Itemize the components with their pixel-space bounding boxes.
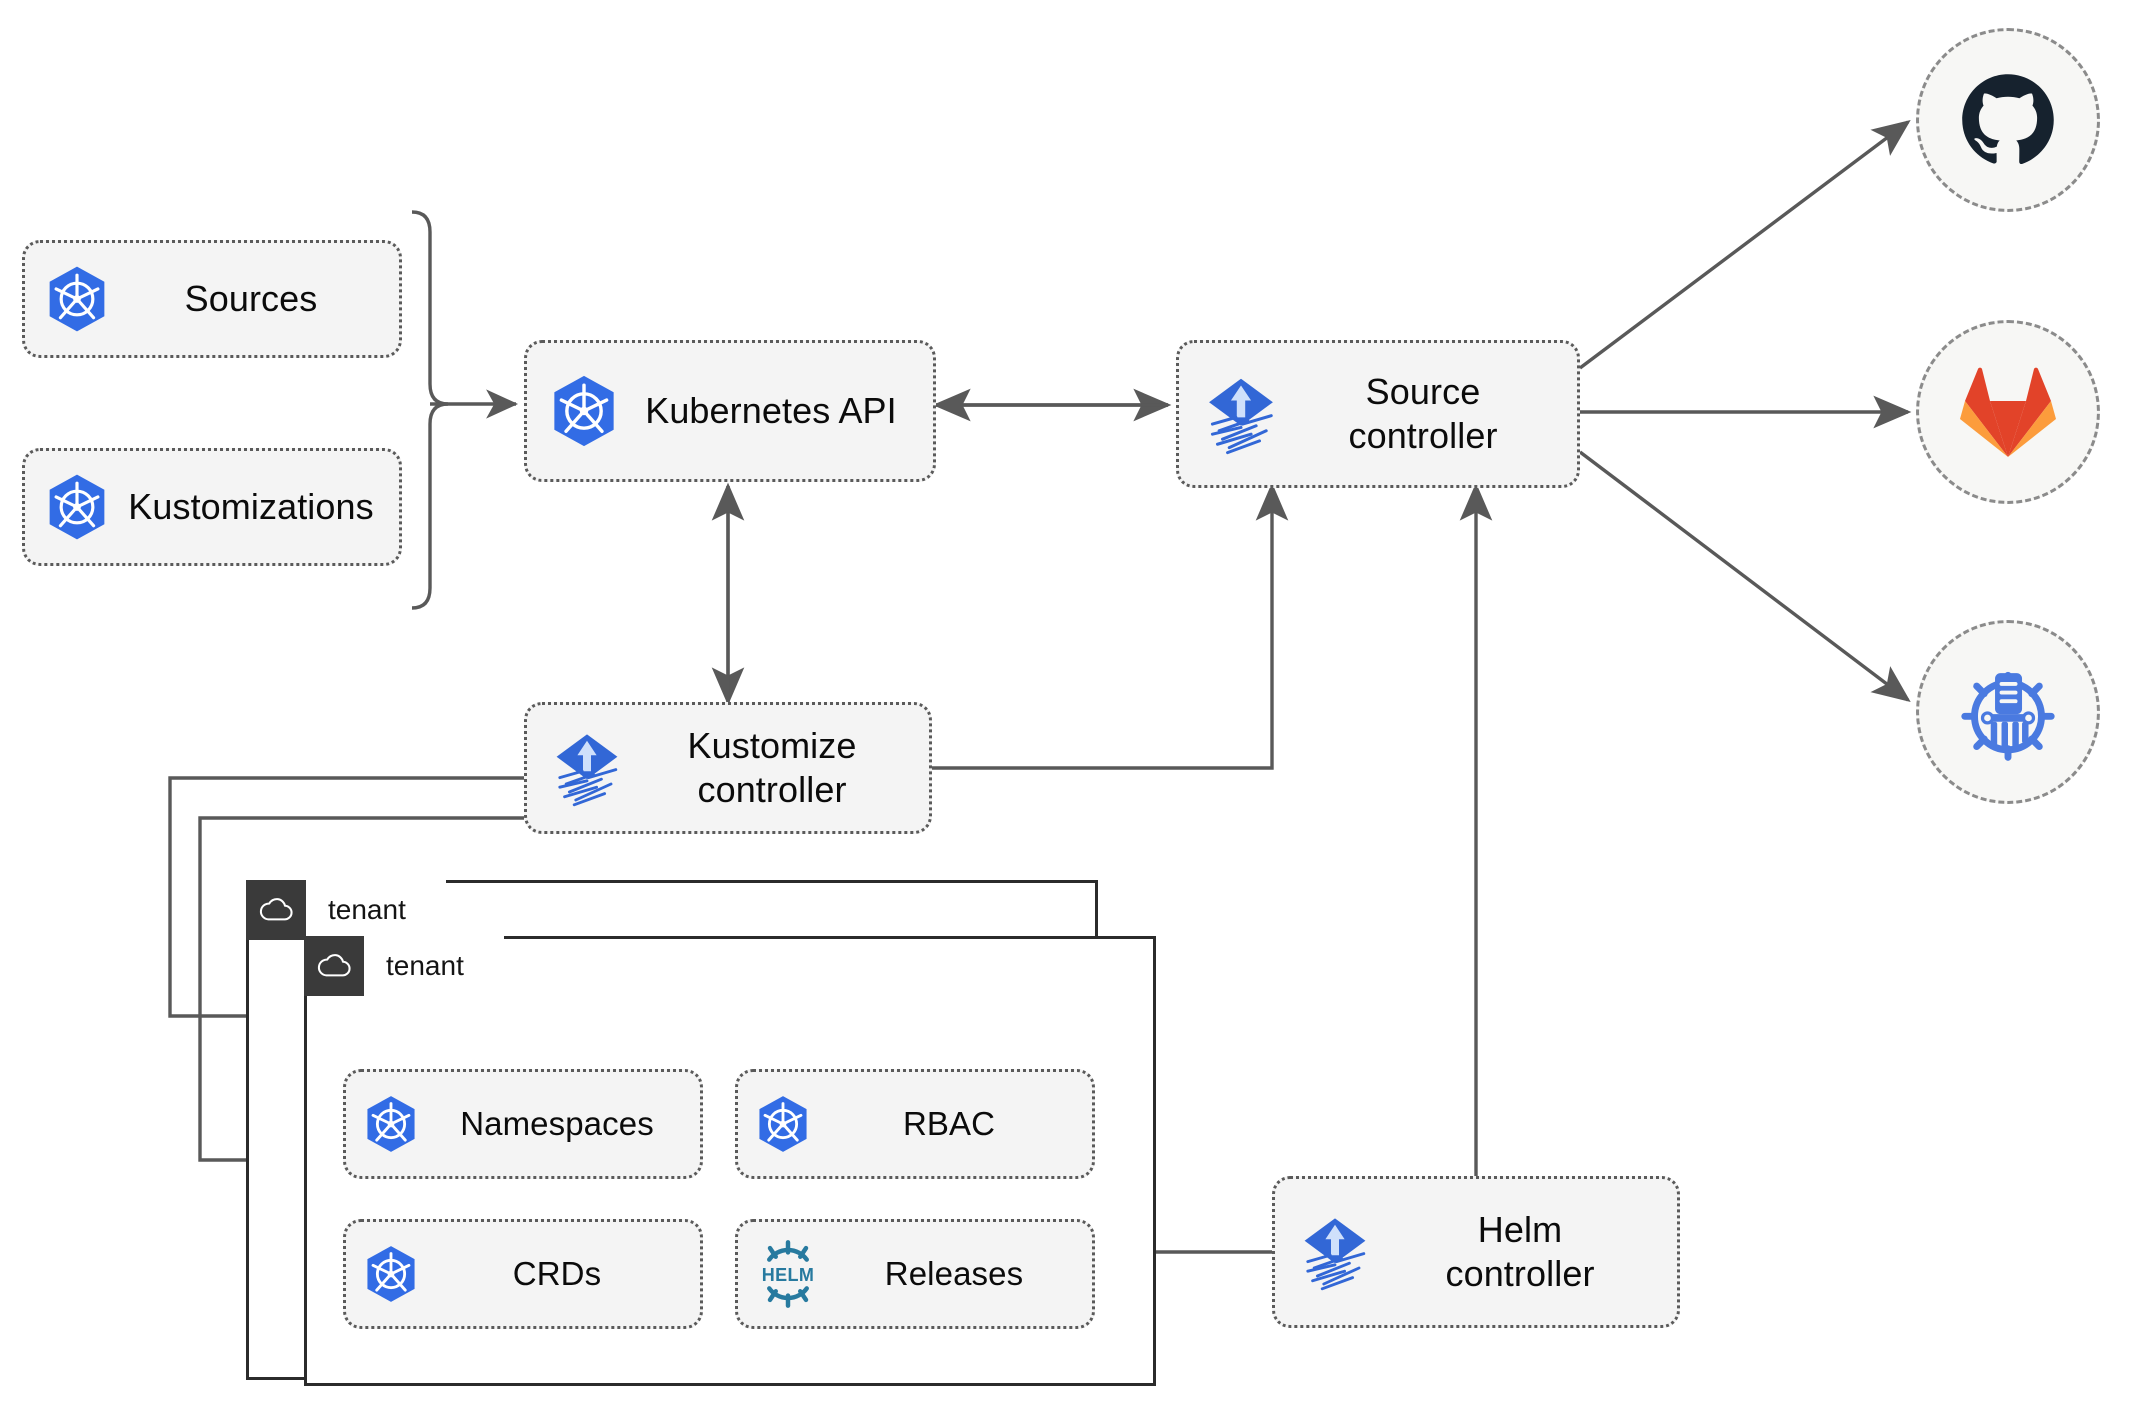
tenant-window-front[interactable]: tenant Namespaces bbox=[304, 936, 1156, 1386]
node-namespaces[interactable]: Namespaces bbox=[343, 1069, 703, 1179]
node-label: Kubernetes API bbox=[645, 390, 897, 432]
flux-icon bbox=[547, 728, 627, 808]
node-helm-controller[interactable]: Helm controller bbox=[1272, 1176, 1680, 1328]
node-label: Namespaces bbox=[460, 1104, 654, 1142]
svg-text:HELM: HELM bbox=[762, 1265, 814, 1285]
cloud-icon bbox=[246, 880, 306, 940]
kubernetes-icon bbox=[41, 471, 113, 543]
endpoint-github[interactable] bbox=[1916, 28, 2100, 212]
kubernetes-icon bbox=[41, 263, 113, 335]
node-label: Kustomize controller bbox=[687, 725, 857, 810]
node-source-controller[interactable]: Source controller bbox=[1176, 340, 1580, 488]
kubernetes-icon bbox=[360, 1093, 422, 1155]
tenant-titlebar: tenant bbox=[304, 936, 504, 996]
node-label: RBAC bbox=[902, 1104, 996, 1142]
kubernetes-icon bbox=[752, 1093, 814, 1155]
node-crds[interactable]: CRDs bbox=[343, 1219, 703, 1329]
node-rbac[interactable]: RBAC bbox=[735, 1069, 1095, 1179]
kubernetes-icon bbox=[545, 372, 623, 450]
github-icon bbox=[1962, 74, 2054, 164]
endpoint-gitlab[interactable] bbox=[1916, 320, 2100, 504]
node-kubernetes-api[interactable]: Kubernetes API bbox=[524, 340, 936, 482]
flux-icon bbox=[1295, 1212, 1375, 1292]
tenant-name: tenant bbox=[306, 880, 446, 940]
endpoint-bucket[interactable] bbox=[1916, 620, 2100, 804]
node-label: Helm controller bbox=[1445, 1209, 1595, 1294]
node-label: Source controller bbox=[1348, 371, 1498, 456]
cloud-icon bbox=[304, 936, 364, 996]
tenant-name: tenant bbox=[364, 936, 504, 996]
node-label: Releases bbox=[884, 1254, 1024, 1292]
node-label: CRDs bbox=[512, 1254, 602, 1292]
node-label: Sources bbox=[184, 278, 318, 320]
helm-icon: HELM bbox=[752, 1238, 824, 1310]
node-label: Kustomizations bbox=[128, 486, 374, 528]
tenant-titlebar: tenant bbox=[246, 880, 446, 940]
kubernetes-icon bbox=[360, 1243, 422, 1305]
node-kustomizations[interactable]: Kustomizations bbox=[22, 448, 402, 566]
flux-icon bbox=[1199, 372, 1283, 456]
helm-bucket-icon bbox=[1961, 671, 2055, 761]
node-sources[interactable]: Sources bbox=[22, 240, 402, 358]
gitlab-icon bbox=[1960, 367, 2056, 457]
node-kustomize-controller[interactable]: Kustomize controller bbox=[524, 702, 932, 834]
node-releases[interactable]: HELM Releases bbox=[735, 1219, 1095, 1329]
